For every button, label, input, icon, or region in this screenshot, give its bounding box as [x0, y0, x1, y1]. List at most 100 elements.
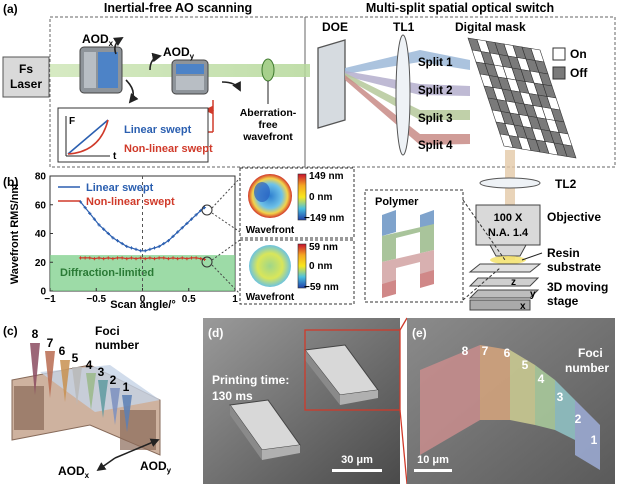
series-line-1 — [80, 257, 205, 260]
panel-e: (e) 8 7 6 5 4 3 2 1 Foci number 10 μm — [407, 318, 615, 484]
series-line-0 — [80, 201, 205, 252]
resin-line2: substrate — [547, 260, 601, 274]
objective-line1: 100 X — [494, 212, 523, 224]
y-tick-label: 80 — [35, 172, 47, 183]
polymer-pointer-top — [462, 199, 506, 261]
tl1-lens — [395, 34, 411, 156]
inset-nonlinear-label: Non-linear swept — [124, 143, 213, 155]
section-right-title: Multi-split spatial optical switch — [366, 1, 554, 15]
bridge-seg-7 — [480, 345, 510, 420]
switch-box — [304, 16, 616, 168]
callout-line-1b — [211, 212, 241, 233]
objective-body — [475, 204, 541, 246]
x-tick-label: 1 — [232, 294, 238, 305]
e-foci-line1: Foci — [578, 346, 603, 360]
wavefront-map-2 — [249, 245, 291, 287]
wavefront-map-1-blob — [254, 182, 270, 202]
foci-line2: number — [95, 338, 139, 352]
bridge-seg-1 — [575, 400, 600, 470]
c-num-2: 2 — [110, 373, 117, 387]
aody-label: AODy — [163, 45, 195, 61]
y-tick-label: 20 — [35, 258, 47, 269]
panel-b-label: (b) — [3, 175, 18, 189]
foci-line1: Foci — [95, 324, 120, 338]
x-tick-label: −0.5 — [86, 294, 106, 305]
resin-pointer — [521, 252, 543, 261]
laser-line1: Fs — [19, 62, 33, 76]
cone-7 — [45, 351, 55, 398]
stage-z — [468, 277, 540, 287]
mask-cell — [562, 144, 577, 159]
axis-y: y — [530, 289, 536, 300]
section-left-title: Inertial-free AO scanning — [104, 1, 252, 15]
aody-axis-arrow — [114, 438, 160, 459]
wavefront-lens — [261, 58, 275, 82]
legend-on-swatch — [552, 47, 566, 61]
laser-line2: Laser — [10, 77, 42, 91]
inset-linear-curve — [67, 119, 109, 155]
resin-line1: Resin — [547, 246, 580, 260]
rotate-arrow-x — [125, 79, 139, 104]
aberration-line1: Aberration- — [240, 107, 297, 119]
diffraction-label: Diffraction-limited — [60, 267, 154, 279]
stage-line1: 3D moving — [547, 280, 608, 294]
c-num-5: 5 — [72, 351, 79, 365]
map1-caption: Wavefront — [246, 225, 295, 236]
e-num-1: 1 — [591, 433, 598, 447]
e-num-3: 3 — [557, 390, 564, 404]
e-num-7: 7 — [482, 344, 489, 358]
panel-e-label: (e) — [412, 326, 427, 340]
cone-3 — [98, 380, 108, 418]
callout-circle-1 — [201, 204, 213, 216]
c-num-4: 4 — [86, 358, 93, 372]
split-3-label: Split 3 — [418, 113, 453, 125]
printing-line2: 130 ms — [212, 389, 253, 403]
inset-box — [57, 107, 209, 163]
panel-c: (c) Foci number 8 7 6 5 4 3 2 1 AODx AOD… — [3, 324, 172, 480]
sem-bridge-top — [304, 344, 379, 405]
aodx-axis-arrow — [96, 457, 116, 472]
axis-x: x — [520, 301, 526, 312]
y-tick-label: 60 — [35, 200, 47, 211]
callout-line-1a — [211, 177, 241, 209]
legend-linear-label: Linear swept — [86, 182, 154, 194]
inset-nonlinear-curve — [67, 119, 109, 155]
objective-line2: N.A. 1.4 — [488, 227, 529, 239]
inset-t-label: t — [113, 151, 117, 162]
zoom-line-top — [399, 317, 408, 331]
e-foci-line2: number — [565, 361, 609, 375]
inset-linear-label: Linear swept — [124, 124, 192, 136]
sem-bridge-bottom — [229, 399, 301, 460]
fs-laser-box — [2, 56, 50, 98]
substrate-plate — [468, 263, 542, 273]
rotate-arrow-x2 — [112, 37, 124, 55]
callout-circle-2 — [201, 256, 213, 268]
map1-mid: 0 nm — [309, 192, 332, 203]
map2-caption: Wavefront — [246, 292, 295, 303]
panel-d: (d) Printing time: 130 ms 30 μm — [203, 317, 408, 485]
colorbar-2 — [297, 243, 307, 289]
split-beam-1b — [420, 50, 470, 70]
scalebar-e-label: 10 μm — [417, 454, 449, 466]
sem-image-d — [203, 318, 400, 484]
aody-device — [171, 59, 209, 95]
e-num-4: 4 — [538, 372, 545, 386]
y-tick-label: 40 — [35, 229, 47, 240]
map2-max: 59 nm — [309, 242, 338, 253]
bridge-seg-6 — [510, 350, 535, 425]
polymer-pointer-bottom — [462, 267, 501, 301]
aodx-device — [79, 46, 123, 94]
e-num-2: 2 — [575, 412, 582, 426]
split-2-label: Split 2 — [418, 85, 453, 97]
x-tick-label: 0.5 — [182, 294, 196, 305]
c-num-7: 7 — [47, 336, 54, 350]
y-tick-label: 0 — [40, 287, 46, 298]
cone-5 — [72, 367, 82, 405]
split-1-label: Split 1 — [418, 57, 453, 69]
bridge-pillar-left — [14, 386, 44, 430]
scalebar-d — [332, 469, 382, 472]
legend-off-label: Off — [570, 66, 588, 80]
c-aody-label: AODy — [140, 459, 172, 475]
printing-line1: Printing time: — [212, 373, 289, 387]
objective-tip — [489, 244, 527, 257]
